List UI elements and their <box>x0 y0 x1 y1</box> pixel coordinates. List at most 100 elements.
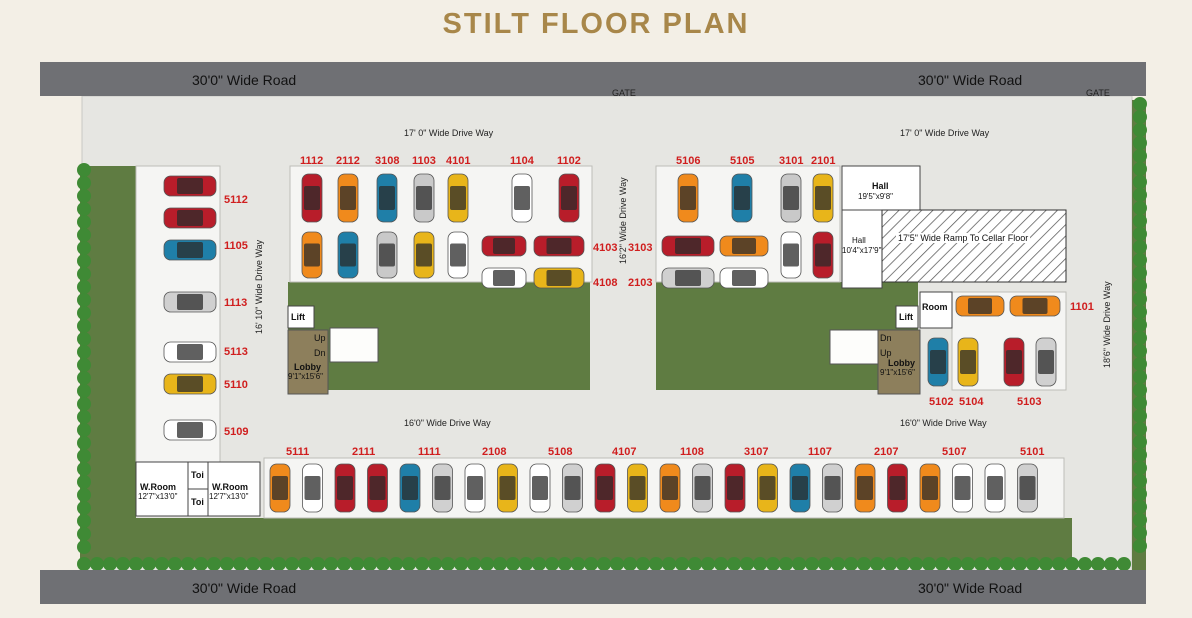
tree-icon <box>1133 513 1147 527</box>
unit-number: 5107 <box>942 446 967 458</box>
hall-b <box>841 209 883 289</box>
tree-icon <box>1065 557 1079 571</box>
tree-border <box>77 97 1147 571</box>
car-icon <box>919 463 941 513</box>
tree-icon <box>688 557 702 571</box>
tree-icon <box>480 557 494 571</box>
tree-icon <box>545 557 559 571</box>
tree-icon <box>77 254 91 268</box>
tree-icon <box>1133 175 1147 189</box>
tree-icon <box>168 557 182 571</box>
tree-icon <box>1013 557 1027 571</box>
car-icon <box>957 337 979 387</box>
tree-icon <box>77 527 91 541</box>
tree-icon <box>77 176 91 190</box>
stair-up-right: Up <box>880 348 892 358</box>
tree-icon <box>506 557 520 571</box>
car-icon <box>334 463 356 513</box>
unit-number: 4108 <box>593 277 618 289</box>
tree-icon <box>766 557 780 571</box>
car-icon <box>692 463 713 513</box>
tree-icon <box>77 475 91 489</box>
car-icon <box>562 463 583 513</box>
unit-number: 5108 <box>548 446 573 458</box>
tree-icon <box>77 267 91 281</box>
tree-icon <box>844 557 858 571</box>
car-icon <box>432 463 453 513</box>
tree-icon <box>1133 149 1147 163</box>
unit-number: 4103 <box>593 242 618 254</box>
tree-icon <box>896 557 910 571</box>
car-icon <box>413 231 435 279</box>
tree-icon <box>77 345 91 359</box>
road-top <box>40 62 1146 96</box>
driveway-left-vertical: 16' 10" Wide Drive Way <box>254 239 264 334</box>
car-icon <box>376 231 398 279</box>
tree-icon <box>1000 557 1014 571</box>
car-icon <box>301 231 323 279</box>
tree-icon <box>1026 557 1040 571</box>
tree-icon <box>77 488 91 502</box>
hall-b-size: 10'4"x17'9" <box>842 246 882 255</box>
tree-icon <box>1091 557 1105 571</box>
tree-icon <box>1133 357 1147 371</box>
unit-number: 3101 <box>779 155 804 167</box>
tree-icon <box>1133 110 1147 124</box>
tree-icon <box>324 557 338 571</box>
car-icon <box>447 231 469 279</box>
driveway-middle-right: 16'0" Wide Drive Way <box>900 418 987 428</box>
tree-icon <box>519 557 533 571</box>
car-icon <box>337 231 359 279</box>
tree-icon <box>1133 240 1147 254</box>
unit-number: 3103 <box>628 242 653 254</box>
wroom-b-name: W.Room <box>212 482 248 492</box>
tree-icon <box>116 557 130 571</box>
tree-icon <box>285 557 299 571</box>
hall-b-name: Hall <box>852 236 866 245</box>
car-icon <box>511 173 533 223</box>
tree-icon <box>1133 409 1147 423</box>
tree-icon <box>77 410 91 424</box>
unit-number: 5113 <box>224 346 248 358</box>
car-icon <box>163 207 217 229</box>
tree-icon <box>792 557 806 571</box>
tree-icon <box>77 358 91 372</box>
car-icon <box>822 463 843 513</box>
tree-icon <box>1133 500 1147 514</box>
tree-icon <box>376 557 390 571</box>
car-icon <box>558 173 580 223</box>
tree-icon <box>77 241 91 255</box>
car-icon <box>677 173 699 223</box>
tree-icon <box>558 557 572 571</box>
car-icon <box>887 463 908 513</box>
tree-icon <box>753 557 767 571</box>
unit-number: 2101 <box>811 155 836 167</box>
tree-icon <box>350 557 364 571</box>
hall-a <box>841 165 921 211</box>
tree-icon <box>1133 266 1147 280</box>
lift-right <box>895 305 919 329</box>
hall-a-name: Hall <box>872 181 889 191</box>
tree-icon <box>1133 279 1147 293</box>
car-icon <box>269 463 291 513</box>
tree-icon <box>1133 305 1147 319</box>
car-icon <box>376 173 398 223</box>
tree-icon <box>857 557 871 571</box>
tree-icon <box>454 557 468 571</box>
car-icon <box>780 231 802 279</box>
tree-icon <box>870 557 884 571</box>
driveway-top-left: 17' 0" Wide Drive Way <box>404 128 494 138</box>
tree-icon <box>298 557 312 571</box>
tree-icon <box>675 557 689 571</box>
unit-number: 1102 <box>557 155 581 167</box>
tree-icon <box>649 557 663 571</box>
car-icon <box>163 291 217 313</box>
tree-icon <box>1133 201 1147 215</box>
tree-icon <box>77 436 91 450</box>
tree-icon <box>207 557 221 571</box>
car-icon <box>659 463 681 513</box>
car-icon <box>302 463 323 513</box>
tree-icon <box>922 557 936 571</box>
road-label-bottom-left: 30'0" Wide Road <box>192 580 297 596</box>
